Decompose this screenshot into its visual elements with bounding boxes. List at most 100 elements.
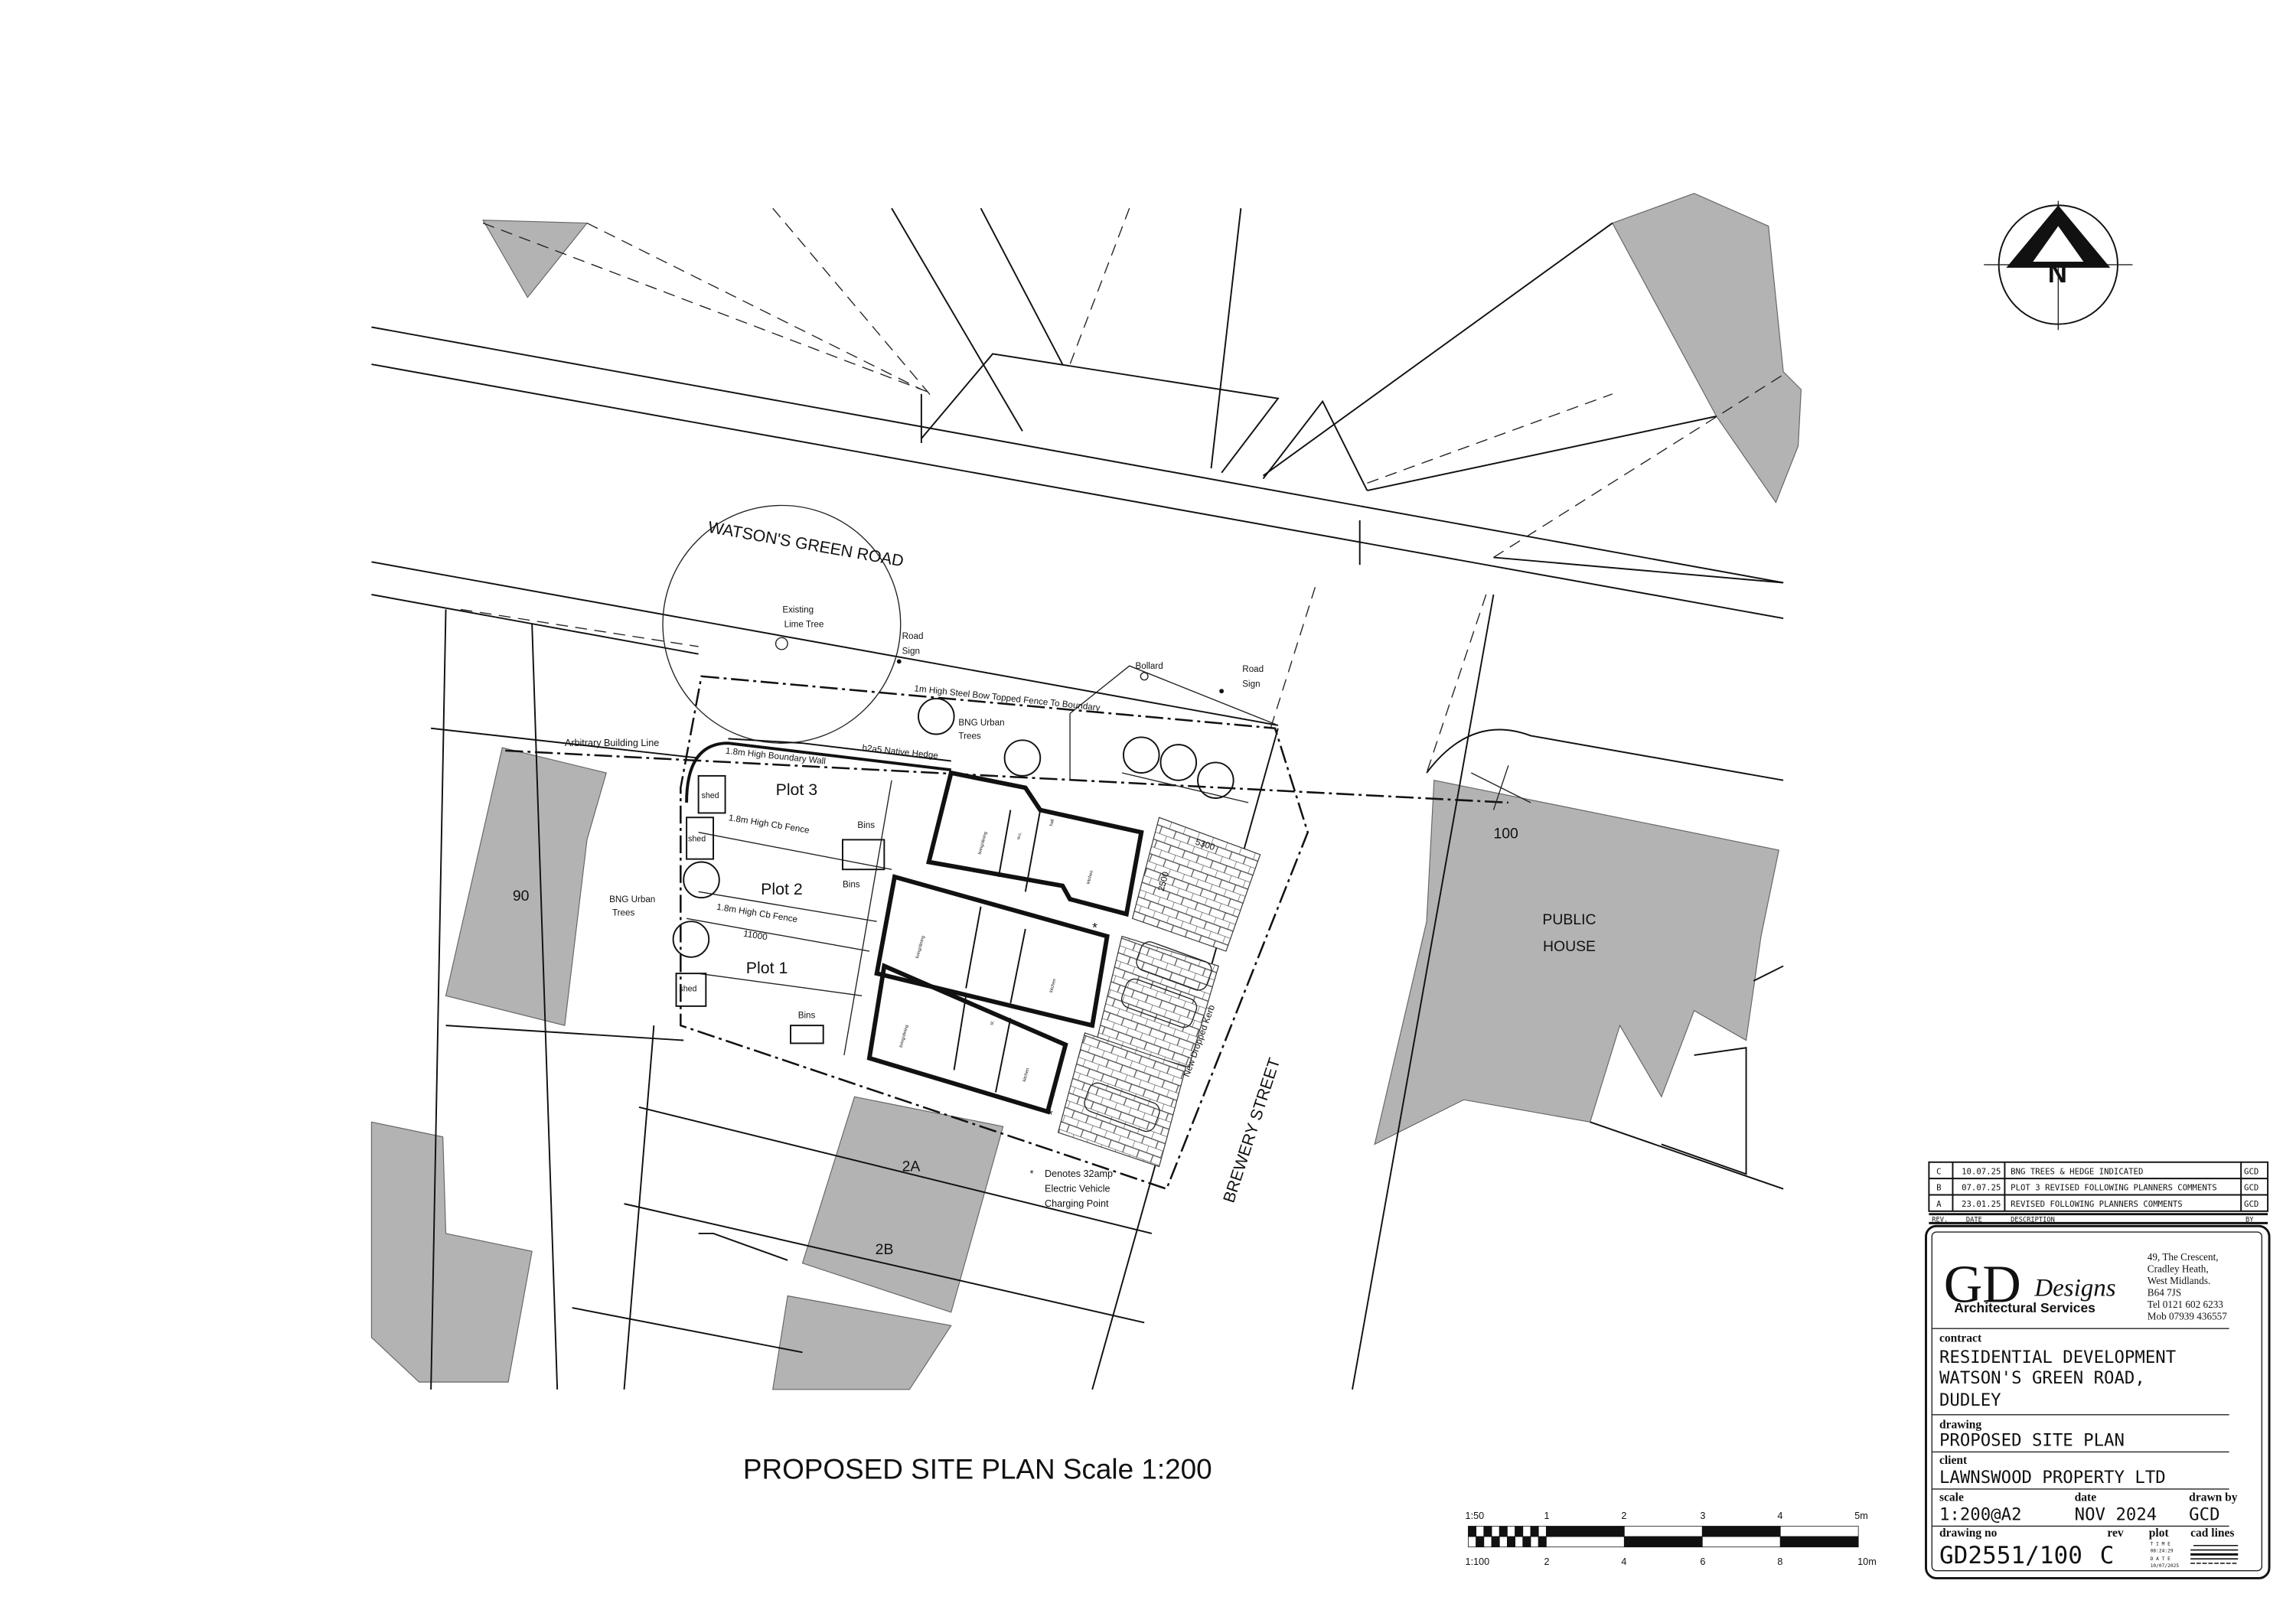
scale-bar-segment [1779, 1536, 1859, 1548]
plot-2-label: Plot 2 [761, 880, 803, 898]
house-2a-label: 2A [902, 1158, 921, 1175]
scale-bar-segment [1546, 1526, 1625, 1537]
svg-text:DESCRIPTION: DESCRIPTION [2011, 1216, 2055, 1224]
house-plot-3 [926, 770, 1144, 917]
svg-text:T I M E: T I M E [2151, 1542, 2170, 1547]
scale-bar-segment [1491, 1536, 1500, 1548]
public-house-footprint [1374, 780, 1779, 1146]
svg-text:10.07.25: 10.07.25 [1962, 1166, 2001, 1176]
room-label: living/dining [978, 831, 989, 855]
scale-bar-segment [1623, 1526, 1703, 1537]
bollard-label: Bollard [1135, 661, 1163, 671]
scale-bar-segment [1530, 1536, 1539, 1548]
plot-3-label: Plot 3 [776, 781, 818, 799]
svg-text:B: B [1936, 1183, 1941, 1193]
svg-text:Designs: Designs [2033, 1275, 2115, 1302]
building-line-label: Arbitrary Building Line [565, 738, 659, 748]
scale-bar-segment [1515, 1536, 1524, 1548]
drawing-value: PROPOSED SITE PLAN [1939, 1431, 2125, 1451]
room-label: w.c. [1016, 831, 1023, 841]
svg-text:4: 4 [1621, 1556, 1626, 1567]
svg-text:PLOT 3 REVISED FOLLOWING PLANN: PLOT 3 REVISED FOLLOWING PLANNERS COMMEN… [2011, 1183, 2216, 1193]
room-label: hall [1049, 819, 1055, 826]
drawing-no-value: GD2551/100 [1939, 1542, 2082, 1569]
cad-lines-icon [2190, 1544, 2239, 1564]
parking-bays [1057, 816, 1261, 1168]
svg-text:1:100: 1:100 [1466, 1556, 1490, 1567]
scale-bar-segment [1468, 1536, 1477, 1548]
scale-bar-segment [1507, 1526, 1516, 1537]
existing-lime-tree-trunk [775, 637, 788, 650]
svg-text:REV.: REV. [1932, 1216, 1948, 1224]
bollard-marker [1140, 672, 1149, 681]
north-arrow-icon: N [1984, 200, 2133, 331]
scale-bar-segment [1483, 1536, 1492, 1548]
rev-label: rev [2107, 1527, 2123, 1540]
svg-text:2: 2 [1544, 1556, 1549, 1567]
drawn-by-value: GCD [2189, 1505, 2219, 1525]
svg-text:07.07.25: 07.07.25 [1962, 1183, 2001, 1193]
scale-bar-segment [1522, 1536, 1531, 1548]
neighbour-top-right [1611, 193, 1802, 504]
shed-plot-3 [697, 774, 726, 814]
scale-bar-segment [1476, 1536, 1485, 1548]
scale-bar-segment [1515, 1526, 1524, 1537]
plot-label: plot [2149, 1527, 2170, 1540]
scale-bar-segment [1499, 1536, 1508, 1548]
boundary-wall [685, 741, 951, 803]
site-boundary [680, 675, 1309, 1191]
plot-stamp: T I M E 08:24:29 D A T E 10/07/2025 [2151, 1542, 2180, 1569]
room-label: st. [990, 1020, 995, 1026]
svg-text:C: C [1936, 1166, 1941, 1176]
scale-bar-segment [1546, 1536, 1625, 1548]
road-name-label: WATSON'S GREEN ROAD [706, 518, 905, 571]
bins-label: Bins [798, 1010, 816, 1020]
scale-bar: 1:50 1 2 3 4 5m 1:100 2 4 6 8 10m [1466, 1511, 1877, 1567]
neighbour-top-left [482, 220, 589, 298]
ev-charging-star: * [1092, 920, 1097, 935]
company-address: 49, The Crescent, Cradley Heath, West Mi… [2148, 1251, 2227, 1322]
bins-label: Bins [857, 820, 875, 830]
drawing-label: drawing [1939, 1418, 1981, 1431]
bng-urban-trees [672, 697, 1234, 958]
scale-bar-segment [1530, 1526, 1539, 1537]
svg-text:10/07/2025: 10/07/2025 [2151, 1563, 2180, 1569]
svg-text:23.01.25: 23.01.25 [1962, 1199, 2001, 1209]
scale-value: 1:200@A2 [1939, 1505, 2022, 1525]
contract-label: contract [1939, 1332, 1982, 1345]
house-100-label: 100 [1493, 825, 1518, 842]
shed-plot-1 [675, 973, 707, 1007]
svg-text:10m: 10m [1857, 1556, 1877, 1567]
house-90-label: 90 [513, 888, 530, 904]
bins-plot-1 [790, 1025, 824, 1045]
cad-lines-label: cad lines [2190, 1527, 2234, 1540]
svg-text:6: 6 [1700, 1556, 1705, 1567]
room-label: kitchen [1049, 979, 1058, 993]
scale-bar-segment [1499, 1526, 1508, 1537]
proposed-houses [866, 770, 1144, 1115]
client-label: client [1939, 1454, 1968, 1467]
scale-bar-segment [1468, 1526, 1477, 1537]
shed-label: shed [702, 791, 719, 800]
date-label: date [2075, 1491, 2097, 1504]
shed-label: shed [679, 984, 696, 993]
neighbouring-buildings [370, 193, 1802, 1390]
neighbour-bottom-left [370, 1121, 533, 1383]
room-label: kitchen [1086, 870, 1094, 885]
svg-text:GCD: GCD [2244, 1199, 2258, 1209]
development-site [672, 665, 1309, 1191]
rev-value: C [2100, 1542, 2115, 1569]
svg-text:3: 3 [1700, 1511, 1705, 1521]
fence-label: 1.8m High Cb Fence [728, 813, 810, 836]
shed-label: shed [688, 834, 706, 843]
scale-bar-segment [1522, 1526, 1531, 1537]
revision-row: B 07.07.25 PLOT 3 REVISED FOLLOWING PLANNE… [1936, 1183, 2258, 1193]
svg-text:Architectural Services: Architectural Services [1954, 1300, 2095, 1315]
